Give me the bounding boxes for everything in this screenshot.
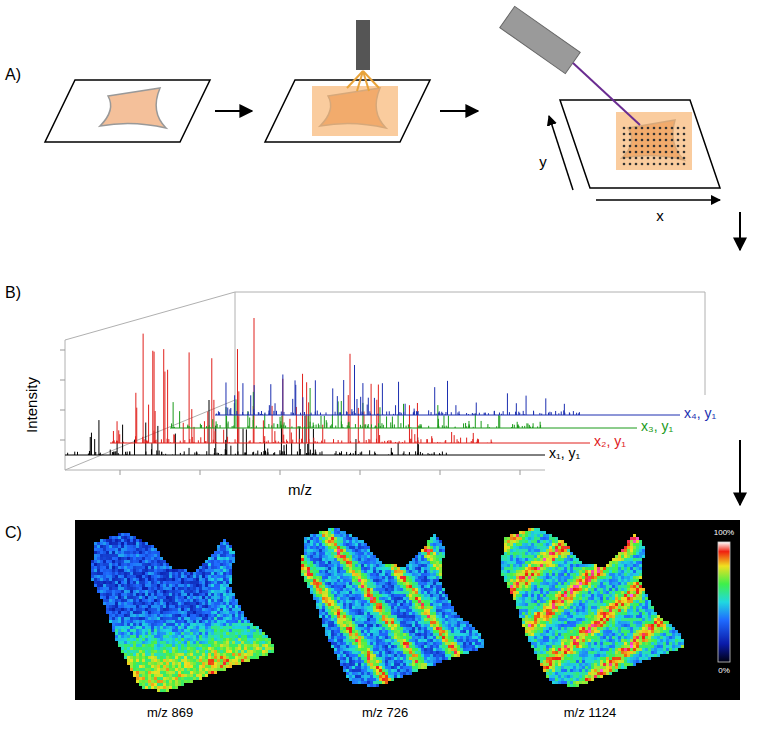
figure: A)yxB)Intensitym/zx₄, y₁x₃, y₁x₂, y₁x₁, …: [0, 0, 764, 730]
